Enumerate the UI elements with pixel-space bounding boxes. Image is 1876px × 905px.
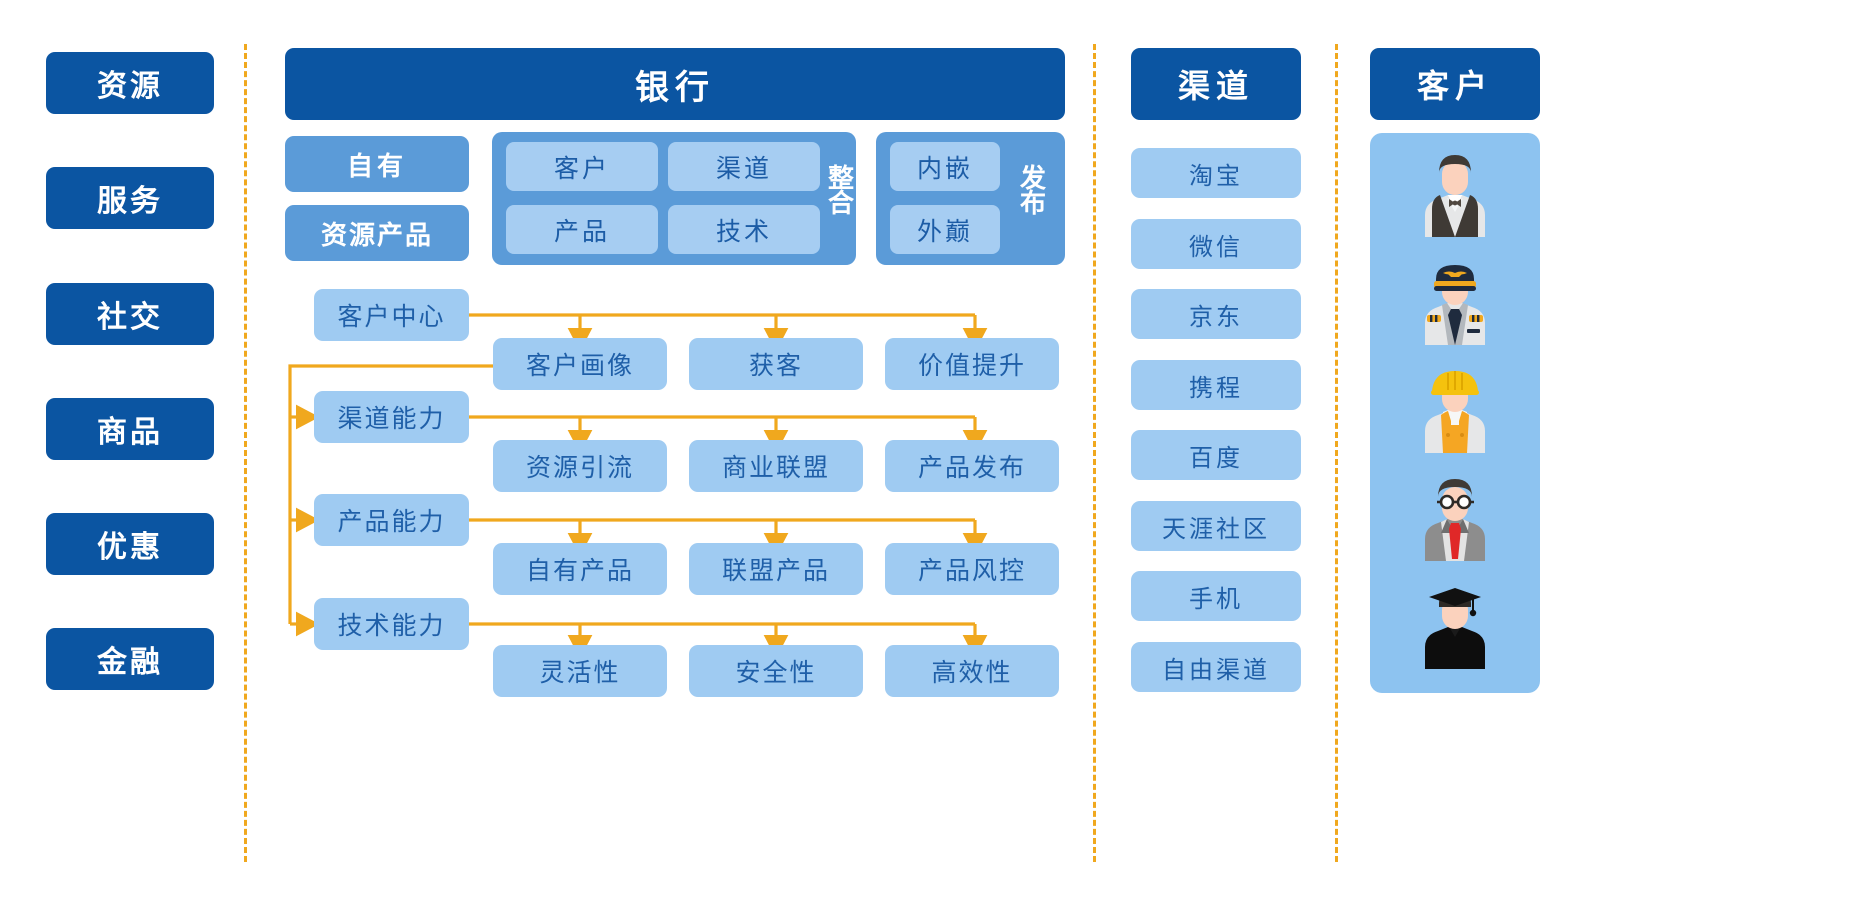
own-resources-line2[interactable]: 资源产品: [285, 205, 469, 261]
capability-channel[interactable]: 渠道能力: [314, 391, 469, 443]
rail-item-0[interactable]: 资源: [46, 52, 214, 114]
leaf-label: 产品发布: [917, 454, 1026, 482]
leaf-label: 价值提升: [917, 352, 1026, 380]
integrate-label-char-1: 整: [827, 163, 854, 193]
channel-item-jd[interactable]: 京东: [1131, 289, 1301, 339]
capability-label: 技术能力: [337, 612, 446, 640]
channel-item-mobile[interactable]: 手机: [1131, 571, 1301, 621]
channel-item-taobao[interactable]: 淘宝: [1131, 148, 1301, 198]
publish-label-char-1: 发: [1019, 163, 1046, 193]
leaf-value-uplift[interactable]: 价值提升: [885, 338, 1059, 390]
customer-header: 客户: [1370, 48, 1540, 120]
divider-mid: [1093, 44, 1096, 862]
integrate-cell-label: 技术: [715, 217, 772, 246]
leaf-product-release[interactable]: 产品发布: [885, 440, 1059, 492]
channel-header: 渠道: [1131, 48, 1301, 120]
channel-item-tianya[interactable]: 天涯社区: [1131, 501, 1301, 551]
integrate-label-char-2: 合: [827, 188, 854, 219]
graduate-avatar: [1425, 588, 1485, 669]
publish-cell-embedded[interactable]: 内嵌: [890, 142, 1000, 191]
pilot-avatar: [1425, 265, 1485, 345]
rail-item-4[interactable]: 优惠: [46, 513, 214, 575]
channel-item-ctrip[interactable]: 携程: [1131, 360, 1301, 410]
integrate-cell-technology[interactable]: 技术: [668, 205, 820, 254]
publish-group: 内嵌 外巅 发 布: [876, 132, 1065, 265]
leaf-product-risk-control[interactable]: 产品风控: [885, 543, 1059, 595]
leaf-resource-traffic[interactable]: 资源引流: [493, 440, 667, 492]
rail-item-label: 社交: [97, 301, 163, 334]
integrate-group: 客户 渠道 产品 技术 整 合: [492, 132, 856, 265]
channel-item-baidu[interactable]: 百度: [1131, 430, 1301, 480]
leaf-label: 高效性: [931, 659, 1013, 687]
own-resources-line1[interactable]: 自有: [285, 136, 469, 192]
channel-item-free-channel[interactable]: 自由渠道: [1131, 642, 1301, 692]
rail-item-1[interactable]: 服务: [46, 167, 214, 229]
capability-label: 客户中心: [337, 303, 446, 331]
integrate-cell-label: 产品: [553, 217, 610, 246]
publish-vertical-label: 发 布: [1016, 163, 1050, 219]
leaf-label: 产品风控: [917, 557, 1026, 585]
channel-item-label: 淘宝: [1189, 162, 1243, 190]
integrate-cell-customer[interactable]: 客户: [506, 142, 658, 191]
bank-header: 银行: [285, 48, 1065, 120]
rail-item-3[interactable]: 商品: [46, 398, 214, 460]
leaf-alliance-product[interactable]: 联盟产品: [689, 543, 863, 595]
rail-item-label: 优惠: [97, 531, 163, 564]
leaf-label: 客户画像: [525, 352, 634, 380]
construction-worker-avatar: [1425, 371, 1485, 453]
leaf-efficiency[interactable]: 高效性: [885, 645, 1059, 697]
waiter-avatar: [1425, 155, 1485, 237]
integrate-vertical-label: 整 合: [824, 163, 858, 219]
leaf-customer-profile[interactable]: 客户画像: [493, 338, 667, 390]
rail-item-label: 资源: [97, 70, 163, 103]
rail-item-5[interactable]: 金融: [46, 628, 214, 690]
rail-item-label: 服务: [97, 185, 163, 218]
own-resources-line2-label: 资源产品: [320, 219, 433, 250]
leaf-business-alliance[interactable]: 商业联盟: [689, 440, 863, 492]
integrate-cell-label: 渠道: [715, 154, 772, 183]
channel-item-label: 京东: [1189, 303, 1243, 331]
leaf-flexibility[interactable]: 灵活性: [493, 645, 667, 697]
channel-item-label: 自由渠道: [1162, 656, 1270, 684]
publish-cell-label: 内嵌: [916, 154, 973, 183]
integrate-cell-channel[interactable]: 渠道: [668, 142, 820, 191]
capability-label: 渠道能力: [337, 405, 446, 433]
leaf-own-product[interactable]: 自有产品: [493, 543, 667, 595]
leaf-label: 资源引流: [525, 454, 634, 482]
channel-item-label: 天涯社区: [1162, 515, 1270, 543]
customer-panel: [1370, 133, 1540, 693]
integrate-cell-product[interactable]: 产品: [506, 205, 658, 254]
capability-product[interactable]: 产品能力: [314, 494, 469, 546]
publish-label-char-2: 布: [1019, 188, 1046, 219]
rail-item-2[interactable]: 社交: [46, 283, 214, 345]
integrate-cell-label: 客户: [553, 154, 610, 183]
channel-item-label: 微信: [1189, 233, 1243, 261]
leaf-label: 商业联盟: [721, 454, 830, 482]
capability-technology[interactable]: 技术能力: [314, 598, 469, 650]
capability-customer-center[interactable]: 客户中心: [314, 289, 469, 341]
capability-label: 产品能力: [337, 508, 446, 536]
leaf-acquire-customer[interactable]: 获客: [689, 338, 863, 390]
leaf-label: 获客: [748, 352, 803, 380]
channel-item-label: 携程: [1189, 374, 1243, 402]
leaf-label: 灵活性: [539, 659, 621, 687]
channel-title: 渠道: [1177, 68, 1254, 104]
leaf-label: 安全性: [735, 659, 817, 687]
publish-cell-label: 外巅: [916, 217, 973, 246]
leaf-label: 联盟产品: [721, 557, 830, 585]
channel-item-label: 百度: [1189, 444, 1243, 472]
channel-item-label: 手机: [1189, 585, 1243, 613]
divider-right: [1335, 44, 1338, 862]
businessman-avatar: [1425, 479, 1485, 561]
leaf-label: 自有产品: [525, 557, 634, 585]
rail-item-label: 商品: [97, 416, 163, 449]
channel-item-wechat[interactable]: 微信: [1131, 219, 1301, 269]
leaf-security[interactable]: 安全性: [689, 645, 863, 697]
own-resources-line1-label: 自有: [346, 150, 407, 181]
rail-item-label: 金融: [97, 646, 163, 679]
publish-cell-external[interactable]: 外巅: [890, 205, 1000, 254]
customer-title: 客户: [1416, 68, 1493, 104]
divider-left: [244, 44, 247, 862]
bank-title: 银行: [635, 68, 715, 107]
